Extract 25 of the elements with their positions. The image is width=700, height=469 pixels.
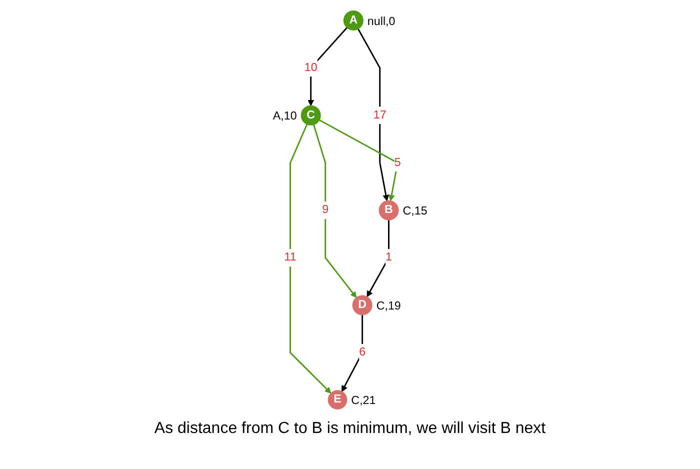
arrow bbox=[289, 124, 332, 394]
node-annotation: C,19 bbox=[376, 300, 401, 313]
arrow bbox=[318, 119, 398, 202]
caption: As distance from C to B is minimum, we will visit B next bbox=[154, 420, 546, 438]
node-annotation: C,15 bbox=[402, 204, 428, 218]
edge-label: 9 bbox=[322, 204, 328, 216]
node-circle: E bbox=[328, 390, 348, 410]
arrow bbox=[357, 28, 389, 202]
edge-label: 17 bbox=[373, 108, 386, 122]
edge-label: 10 bbox=[304, 61, 318, 74]
node-circle: A bbox=[343, 10, 364, 30]
node-circle: D bbox=[352, 295, 372, 316]
edge-label: 11 bbox=[284, 251, 296, 264]
node-annotation: A,10 bbox=[272, 110, 297, 123]
arrow bbox=[308, 27, 348, 106]
edge-label: 1 bbox=[385, 251, 392, 264]
node-circle: B bbox=[378, 200, 399, 220]
node-circle: C bbox=[300, 105, 321, 126]
node-annotation: null,0 bbox=[367, 14, 396, 28]
arrow bbox=[341, 314, 363, 392]
node-annotation: C,21 bbox=[351, 394, 376, 408]
arrow bbox=[366, 220, 390, 298]
edge-label: 6 bbox=[358, 346, 366, 359]
edge-label: 5 bbox=[394, 156, 401, 169]
arrow bbox=[312, 124, 357, 298]
